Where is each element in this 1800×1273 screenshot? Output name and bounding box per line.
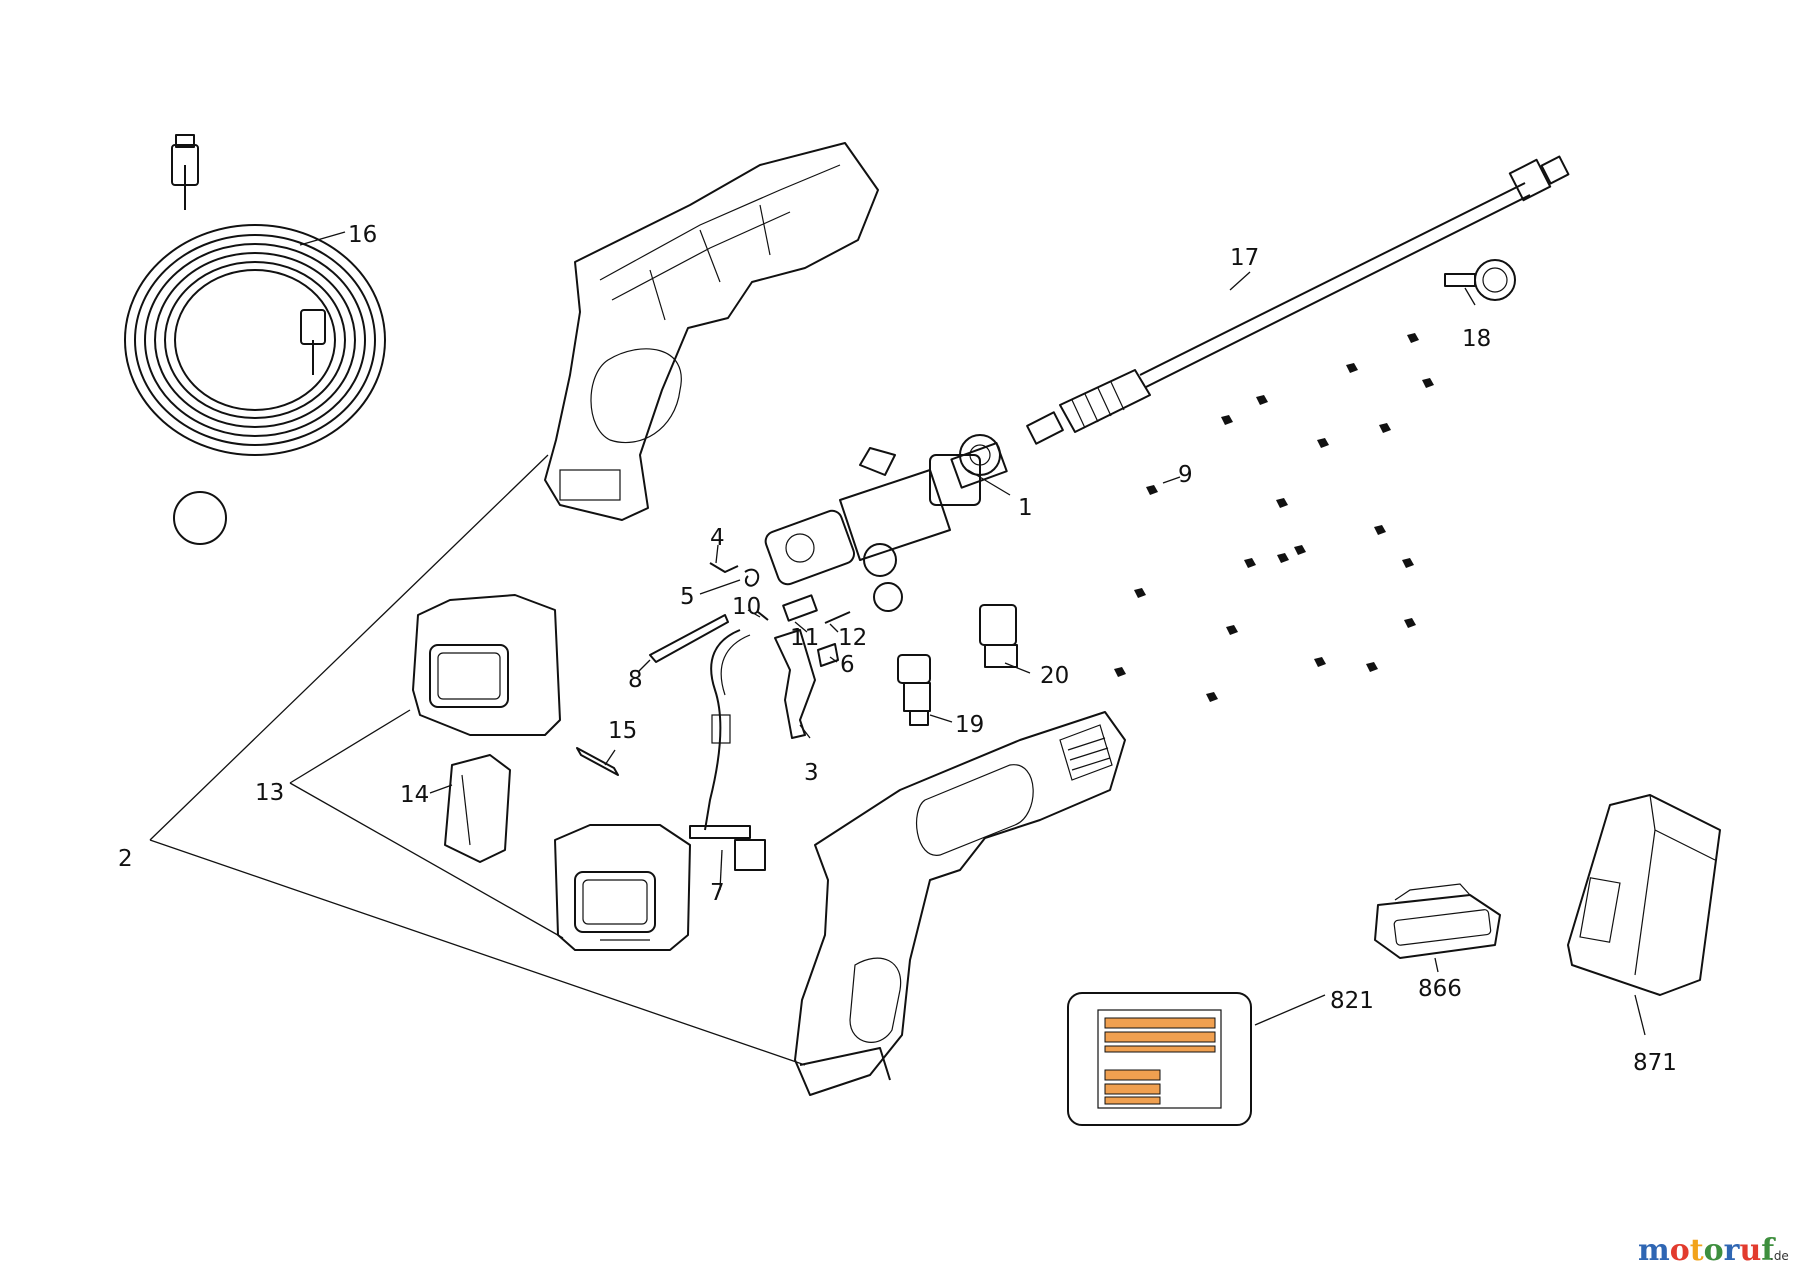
label-3: 3	[804, 760, 819, 786]
label-2: 2	[118, 846, 133, 872]
housing-right-half-part-2	[794, 711, 1126, 1096]
screws-part-9	[1114, 333, 1434, 702]
watermark-letter: f	[1761, 1233, 1776, 1268]
label-18: 18	[1462, 326, 1491, 352]
battery-cover-part-13-upper	[412, 594, 561, 736]
label-stripe	[1104, 1017, 1216, 1029]
label-16: 16	[348, 222, 377, 248]
motoruf-watermark: motoruf .de	[1638, 1233, 1789, 1268]
connector-part-19	[897, 654, 931, 726]
screw	[1256, 395, 1268, 405]
housing-left-half-part-2	[544, 142, 879, 521]
label-17: 17	[1230, 245, 1259, 271]
watermark-letter: u	[1739, 1233, 1761, 1268]
screw	[1276, 498, 1288, 508]
watermark-letter: o	[1670, 1233, 1690, 1268]
battery-pack-part-866	[1374, 883, 1501, 959]
connector-part-20	[979, 604, 1018, 668]
wire-harness-part-7	[689, 629, 766, 871]
label-stripe	[1104, 1096, 1161, 1105]
screw	[1277, 553, 1289, 563]
label-6: 6	[840, 652, 855, 678]
charger-part-871	[1567, 794, 1721, 996]
screw	[1317, 438, 1329, 448]
nozzle-part-18	[1444, 259, 1516, 301]
label-9: 9	[1178, 462, 1193, 488]
leader-lines	[149, 231, 1646, 1066]
label-stripe	[1104, 1069, 1161, 1081]
spray-lance-part-17	[1026, 155, 1570, 445]
svg-text:motoruf: motoruf	[1638, 1233, 1776, 1268]
label-11: 11	[790, 625, 819, 651]
clip-part-14	[444, 754, 511, 863]
spring-clip-part-15	[576, 747, 619, 776]
label-sheet-part-821	[1067, 992, 1252, 1126]
label-1: 1	[1018, 495, 1033, 521]
label-4: 4	[710, 525, 725, 551]
screw	[1146, 485, 1158, 495]
screw	[1404, 618, 1416, 628]
screw	[1294, 545, 1306, 555]
watermark-letter: t	[1690, 1233, 1704, 1268]
screw	[1402, 558, 1414, 568]
small-parts	[649, 562, 851, 667]
label-15: 15	[608, 718, 637, 744]
label-13: 13	[255, 780, 284, 806]
label-stripe	[1104, 1083, 1161, 1095]
screw	[1221, 415, 1233, 425]
label-12: 12	[838, 625, 867, 651]
screw	[1422, 378, 1434, 388]
screw	[1114, 667, 1126, 677]
trigger-part-3	[774, 629, 816, 739]
hose-coil-part-16	[124, 134, 386, 545]
watermark-letter: m	[1638, 1233, 1670, 1268]
pump-motor-assembly-part-1	[764, 434, 1008, 612]
label-5: 5	[680, 584, 695, 610]
label-821: 821	[1330, 988, 1374, 1014]
screw	[1134, 588, 1146, 598]
callout-labels: 16 17 18 1 9 4 5 10 11 12 6 8 3 7 19 20 …	[118, 222, 1677, 1076]
label-19: 19	[955, 712, 984, 738]
screw	[1244, 558, 1256, 568]
screw	[1346, 363, 1358, 373]
screw	[1374, 525, 1386, 535]
screw	[1206, 692, 1218, 702]
label-866: 866	[1418, 976, 1462, 1002]
screw	[1407, 333, 1419, 343]
battery-cover-part-13-lower	[554, 824, 691, 951]
label-7: 7	[710, 880, 725, 906]
screw	[1226, 625, 1238, 635]
label-14: 14	[400, 782, 429, 808]
watermark-suffix: .de	[1770, 1249, 1789, 1263]
label-871: 871	[1633, 1050, 1677, 1076]
screw	[1314, 657, 1326, 667]
label-10: 10	[732, 594, 761, 620]
watermark-letter: r	[1724, 1233, 1741, 1268]
label-20: 20	[1040, 663, 1069, 689]
label-stripe	[1104, 1045, 1216, 1053]
screw	[1366, 662, 1378, 672]
label-8: 8	[628, 667, 643, 693]
label-stripe	[1104, 1031, 1216, 1043]
screw	[1379, 423, 1391, 433]
watermark-letter: o	[1704, 1233, 1724, 1268]
